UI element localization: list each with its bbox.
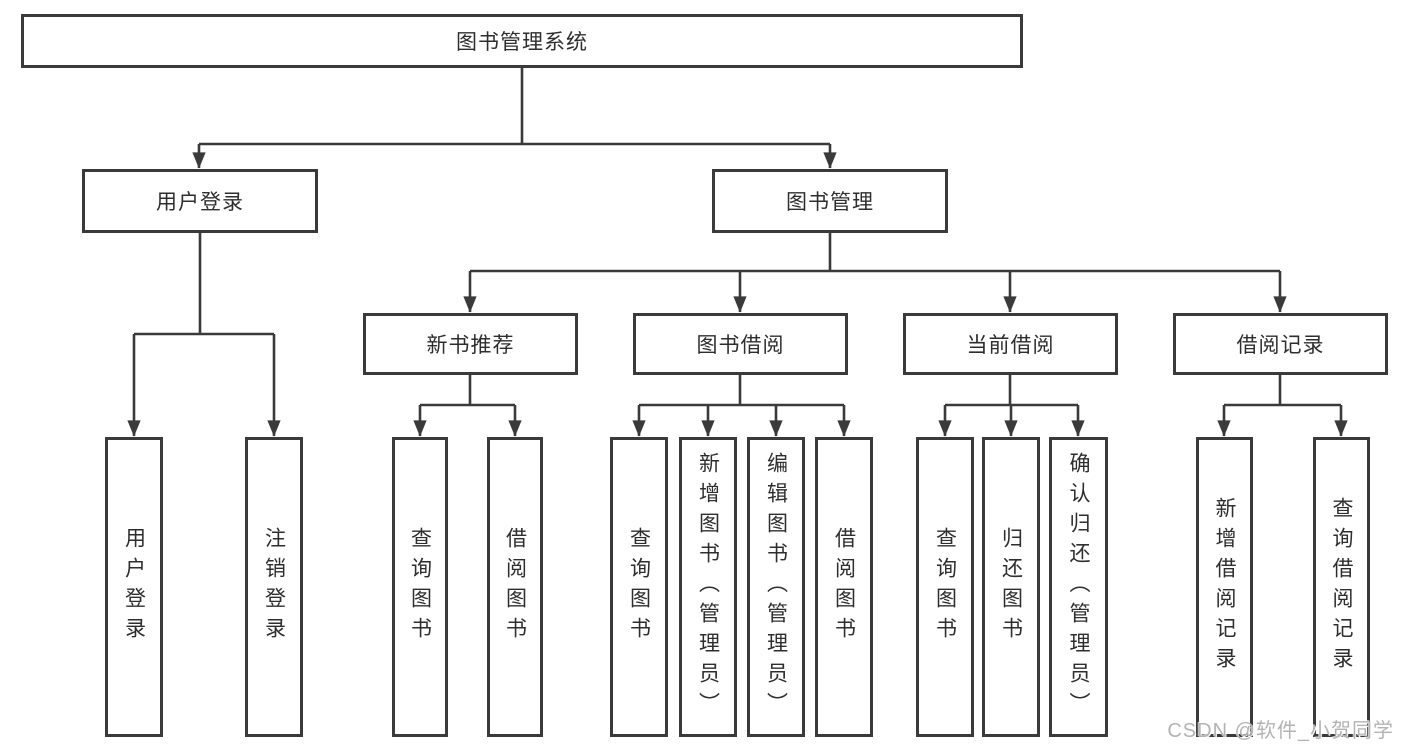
leaf-label: 用户登录 [122, 527, 146, 647]
leaf-label: 借阅图书 [832, 527, 856, 647]
leaf-label: 编辑图书（管理员） [764, 452, 788, 722]
node-leaf-logout: 注销登录 [245, 437, 303, 737]
node-leaf-add-borrow-record: 新增借阅记录 [1196, 437, 1253, 737]
leaf-label: 确认归还（管理员） [1067, 452, 1090, 722]
node-current-borrowing: 当前借阅 [903, 313, 1118, 375]
node-borrowing-records: 借阅记录 [1173, 313, 1388, 375]
node-leaf-query-books-current: 查询图书 [916, 437, 974, 737]
leaf-label: 借阅图书 [503, 527, 527, 647]
leaf-label: 查询图书 [933, 527, 957, 647]
node-user-login: 用户登录 [82, 169, 318, 233]
leaf-label: 查询借阅记录 [1330, 497, 1353, 677]
node-new-book-recommendation: 新书推荐 [363, 313, 578, 375]
node-leaf-query-books-borrowing: 查询图书 [610, 437, 668, 737]
node-leaf-return-books: 归还图书 [982, 437, 1040, 737]
node-leaf-add-books-admin: 新增图书（管理员） [679, 437, 737, 737]
node-book-borrowing: 图书借阅 [633, 313, 848, 375]
leaf-label: 查询图书 [408, 527, 432, 647]
node-leaf-edit-books-admin: 编辑图书（管理员） [747, 437, 805, 737]
node-leaf-confirm-return-admin: 确认归还（管理员） [1049, 437, 1108, 737]
node-leaf-borrow-books: 借阅图书 [815, 437, 873, 737]
leaf-label: 新增图书（管理员） [696, 452, 720, 722]
leaf-label: 查询图书 [627, 527, 651, 647]
node-book-management: 图书管理 [712, 169, 948, 233]
leaf-label: 注销登录 [262, 527, 286, 647]
leaf-label: 新增借阅记录 [1213, 497, 1236, 677]
node-leaf-user-login: 用户登录 [105, 437, 163, 737]
node-leaf-borrow-books-recommend: 借阅图书 [487, 437, 543, 737]
leaf-label: 归还图书 [999, 527, 1023, 647]
node-leaf-query-borrow-record: 查询借阅记录 [1313, 437, 1370, 737]
node-library-management-system: 图书管理系统 [21, 14, 1023, 68]
node-leaf-query-books-recommend: 查询图书 [392, 437, 448, 737]
